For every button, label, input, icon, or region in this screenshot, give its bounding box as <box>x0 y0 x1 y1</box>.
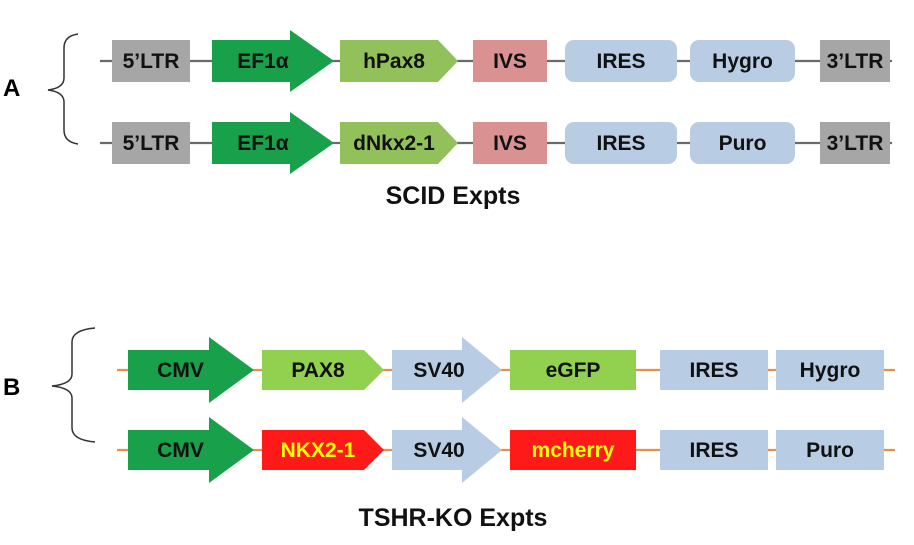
puro-label: Puro <box>719 132 767 155</box>
panel-b-brace <box>51 327 96 443</box>
ires-label: IRES <box>689 439 738 462</box>
nkx2-1-element: NKX2-1 <box>262 430 384 470</box>
cmv-label: CMV <box>157 359 204 382</box>
cmv-arrow <box>128 337 254 403</box>
cmv-element: CMV <box>128 417 254 483</box>
sv40-element: SV40 <box>392 417 502 483</box>
puro-element: Puro <box>690 122 795 164</box>
construct-row: CMV NKX2-1 SV40 mcherry IRES Puro <box>117 417 895 483</box>
5ltr-element: 5’LTR <box>112 122 190 164</box>
hygro-label: Hygro <box>712 50 773 73</box>
panel-b-label: B <box>3 374 20 401</box>
hygro-element: Hygro <box>776 350 884 390</box>
construct-row: 5’LTR EF1α hPax8 IVS IRES Hygro 3’LTR <box>100 30 892 92</box>
hygro-label: Hygro <box>800 359 861 382</box>
ires-box <box>565 40 677 82</box>
dnkx2-1-pentagon <box>340 122 458 164</box>
nkx2-1-label: NKX2-1 <box>281 439 356 462</box>
hpax8-label: hPax8 <box>363 50 425 73</box>
construct-row: 5’LTR EF1α dNkx2-1 IVS IRES Puro 3’LTR <box>100 112 892 174</box>
ires-label: IRES <box>689 359 738 382</box>
ires-box <box>660 350 768 390</box>
cmv-arrow <box>128 417 254 483</box>
ef1alpha-arrow <box>212 112 334 174</box>
ires-element: IRES <box>565 40 677 82</box>
ires-element: IRES <box>660 430 768 470</box>
5ltr-label: 5’LTR <box>123 50 180 73</box>
cmv-element: CMV <box>128 337 254 403</box>
3ltr-box <box>820 122 890 164</box>
sv40-arrow <box>392 417 502 483</box>
dnkx2-1-element: dNkx2-1 <box>340 122 458 164</box>
hygro-box <box>776 350 884 390</box>
ires-label: IRES <box>596 132 645 155</box>
panel-a-caption: SCID Expts <box>386 182 521 210</box>
ivs-box <box>473 122 547 164</box>
cmv-label: CMV <box>157 439 204 462</box>
puro-element: Puro <box>776 430 884 470</box>
hpax8-element: hPax8 <box>340 40 458 82</box>
pax8-label: PAX8 <box>291 359 345 382</box>
panel-a-label: A <box>3 75 20 102</box>
sv40-label: SV40 <box>413 439 464 462</box>
panel-b-caption: TSHR-KO Expts <box>359 504 548 532</box>
panel-a-brace <box>47 33 79 145</box>
hpax8-pentagon <box>340 40 458 82</box>
dnkx2-1-label: dNkx2-1 <box>353 132 435 155</box>
ef1alpha-element: EF1α <box>212 112 334 174</box>
egfp-box <box>510 350 636 390</box>
ivs-label: IVS <box>493 132 527 155</box>
nkx2-1-pentagon <box>262 430 384 470</box>
puro-box <box>690 122 795 164</box>
5ltr-box <box>112 122 190 164</box>
pax8-element: PAX8 <box>262 350 384 390</box>
mcherry-element: mcherry <box>510 430 636 470</box>
ef1alpha-element: EF1α <box>212 30 334 92</box>
3ltr-label: 3’LTR <box>827 50 884 73</box>
sv40-arrow <box>392 337 502 403</box>
ivs-element: IVS <box>473 122 547 164</box>
ivs-element: IVS <box>473 40 547 82</box>
5ltr-box <box>112 40 190 82</box>
construct-row: CMV PAX8 SV40 eGFP IRES Hygro <box>117 337 895 403</box>
5ltr-label: 5’LTR <box>123 132 180 155</box>
3ltr-element: 3’LTR <box>820 122 890 164</box>
3ltr-element: 3’LTR <box>820 40 890 82</box>
ires-element: IRES <box>565 122 677 164</box>
3ltr-label: 3’LTR <box>827 132 884 155</box>
pax8-pentagon <box>262 350 384 390</box>
3ltr-box <box>820 40 890 82</box>
ivs-label: IVS <box>493 50 527 73</box>
ires-label: IRES <box>596 50 645 73</box>
mcherry-label: mcherry <box>532 439 615 462</box>
sv40-label: SV40 <box>413 359 464 382</box>
puro-label: Puro <box>806 439 854 462</box>
hygro-element: Hygro <box>690 40 795 82</box>
ires-element: IRES <box>660 350 768 390</box>
ires-box <box>565 122 677 164</box>
mcherry-box <box>510 430 636 470</box>
egfp-label: eGFP <box>546 359 601 382</box>
ef1alpha-arrow <box>212 30 334 92</box>
egfp-element: eGFP <box>510 350 636 390</box>
ef1alpha-label: EF1α <box>237 132 289 155</box>
ivs-box <box>473 40 547 82</box>
ef1alpha-label: EF1α <box>237 50 289 73</box>
sv40-element: SV40 <box>392 337 502 403</box>
5ltr-element: 5’LTR <box>112 40 190 82</box>
puro-box <box>776 430 884 470</box>
hygro-box <box>690 40 795 82</box>
ires-box <box>660 430 768 470</box>
